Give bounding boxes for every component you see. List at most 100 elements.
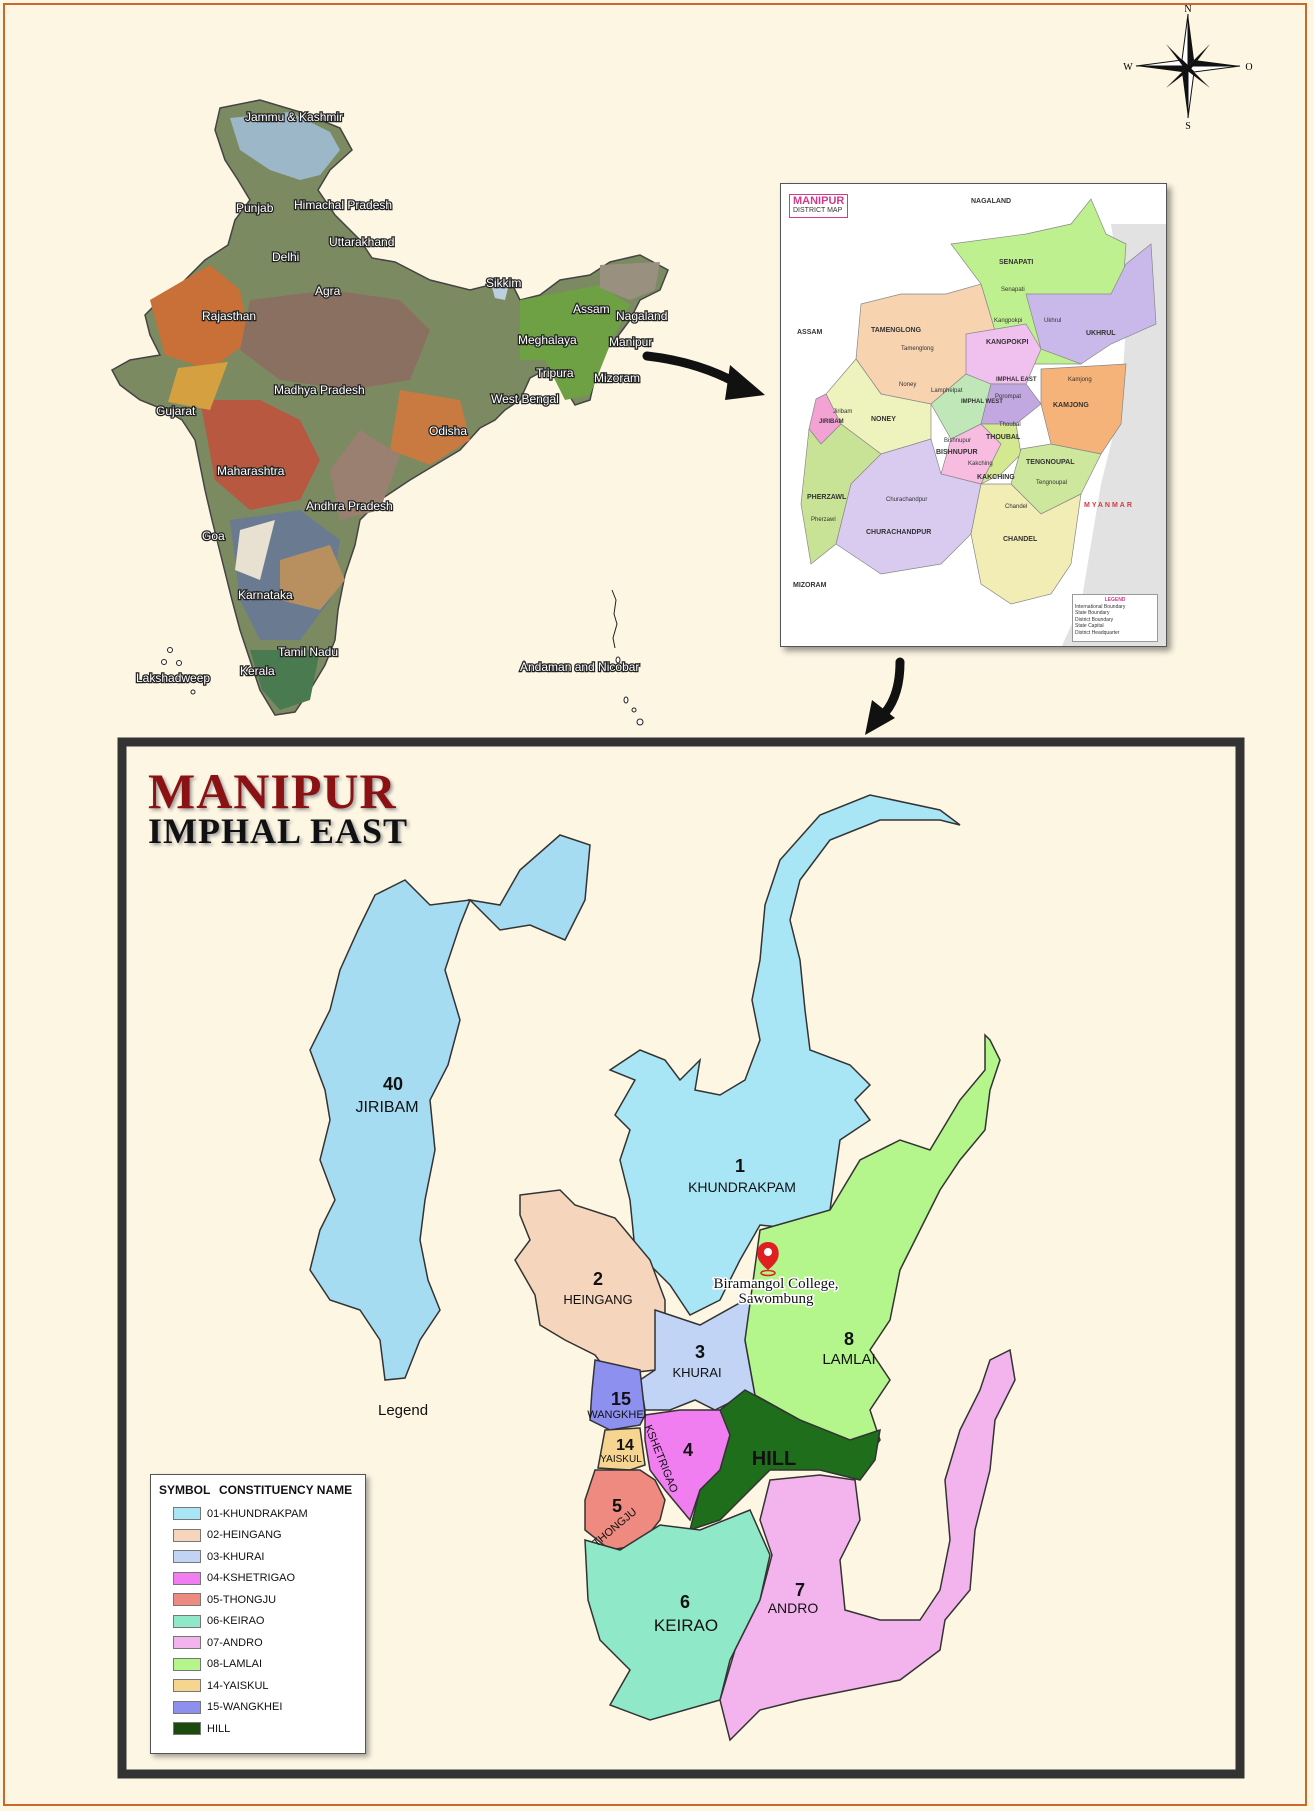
state-label: Assam	[573, 302, 610, 316]
legend-label: 14-YAISKUL	[207, 1679, 269, 1692]
legend-swatch	[173, 1700, 201, 1714]
region-num: 15	[611, 1389, 631, 1409]
arrow-head-right	[725, 365, 765, 400]
state-label: West Bengal	[491, 392, 559, 406]
legend-header: SYMBOL CONSTITUENCY NAME	[151, 1475, 365, 1503]
state-label: Kerala	[240, 664, 275, 678]
town-label: Pherzawl	[811, 517, 836, 523]
state-label: Punjab	[236, 201, 274, 215]
legend-item: 01-KHUNDRAKPAM	[151, 1503, 365, 1525]
region-hill	[688, 1389, 881, 1532]
legend-swatch	[173, 1507, 201, 1521]
compass-n: N	[1184, 4, 1191, 15]
town-label: Noney	[899, 382, 917, 388]
state-label: Meghalaya	[518, 333, 577, 347]
legend-label: 06-KEIRAO	[207, 1615, 265, 1628]
legend-label: 05-THONGJU	[207, 1593, 277, 1606]
manipur-district-map: MANIPUR DISTRICT MAP NAGALAND ASSAM MYAN…	[780, 183, 1167, 647]
compass-s: S	[1185, 121, 1191, 132]
state-label: Manipur	[609, 335, 652, 349]
compass-w: W	[1123, 62, 1133, 73]
district-label: NONEY	[871, 416, 896, 423]
state-label: Goa	[202, 529, 225, 543]
main-map-frame	[117, 737, 1245, 1779]
marker-label-line2: Sawombung	[739, 1291, 815, 1307]
region-num: 2	[593, 1269, 603, 1289]
district-map-title: MANIPUR DISTRICT MAP	[789, 194, 849, 218]
region-num: 1	[735, 1156, 745, 1176]
district-legend-item: State Boundary	[1075, 610, 1110, 616]
main-map-title: MANIPUR	[148, 763, 397, 819]
district-label: THOUBAL	[986, 434, 1021, 441]
district-map-subtitle: DISTRICT MAP	[793, 207, 843, 214]
location-pin-icon[interactable]	[757, 1242, 779, 1277]
district-label: BISHNUPUR	[936, 449, 978, 456]
district-label: TENGNOUPAL	[1026, 459, 1075, 466]
compass-rose: N S W O	[1123, 4, 1252, 132]
town-label: Kakching	[968, 461, 993, 467]
district-map-title-text: MANIPUR	[793, 195, 845, 207]
region-name: WANGKHEI	[587, 1409, 647, 1421]
legend-swatch	[173, 1722, 201, 1736]
legend-header-symbol: SYMBOL	[159, 1483, 211, 1497]
legend-item: 08-LAMLAI	[151, 1654, 365, 1676]
legend-swatch	[173, 1550, 201, 1564]
region-num: 4	[683, 1440, 693, 1460]
neighbour-south: MIZORAM	[793, 582, 827, 589]
arrow-head-down	[865, 700, 895, 735]
region-andro	[719, 1348, 1016, 1742]
state-label: Sikkim	[486, 276, 521, 290]
state-label: Karnataka	[238, 588, 293, 602]
state-label: Lakshadweep	[136, 671, 210, 685]
legend-label: 02-HEINGANG	[207, 1529, 282, 1542]
compass-e: O	[1245, 62, 1252, 73]
region-yaiskul	[597, 1427, 646, 1471]
region-name: HEINGANG	[563, 1292, 632, 1307]
town-label: Bishnupur	[944, 438, 972, 444]
legend-title: Legend	[378, 1402, 429, 1419]
region-num: 3	[695, 1342, 705, 1362]
district-legend-item: District Boundary	[1075, 616, 1114, 623]
district-legend-title: LEGEND	[1104, 597, 1126, 603]
town-label: Ukhrul	[1044, 318, 1062, 324]
legend-swatch	[173, 1571, 201, 1585]
district-label: CHANDEL	[1003, 536, 1038, 543]
state-label: Uttarakhand	[329, 235, 394, 249]
neighbour-west: ASSAM	[797, 329, 823, 336]
region-khundrakpam	[608, 794, 961, 1316]
legend-label: 15-WANGKHEI	[207, 1701, 283, 1714]
legend-rows: 01-KHUNDRAKPAM 02-HEINGANG 03-KHURAI 04-KSH…	[151, 1503, 365, 1740]
region-name: KEIRAO	[654, 1616, 718, 1635]
legend-label: 01-KHUNDRAKPAM	[207, 1507, 308, 1520]
district-label: CHURACHANDPUR	[866, 529, 932, 536]
town-label: Senapati	[1001, 287, 1025, 293]
town-label: Tengnoupal	[1036, 480, 1068, 486]
town-label: Churachandpur	[886, 497, 928, 503]
region-num: 14	[616, 1437, 634, 1454]
region-name: HILL	[752, 1448, 796, 1470]
legend-item: 07-ANDRO	[151, 1632, 365, 1654]
india-state-labels: Jammu & Kashmir Punjab Himachal Pradesh …	[135, 109, 669, 687]
state-label: Agra	[315, 284, 341, 298]
legend-label: 08-LAMLAI	[207, 1658, 263, 1671]
legend-label: 03-KHURAI	[207, 1550, 265, 1563]
main-map-subtitle: IMPHAL EAST	[148, 811, 409, 851]
legend-swatch	[173, 1528, 201, 1542]
region-num: 6	[680, 1592, 690, 1612]
region-name: LAMLAI	[822, 1351, 875, 1368]
state-label: Andaman and Nicobar	[520, 660, 639, 674]
state-label: Gujarat	[156, 404, 196, 418]
region-name: KHURAI	[672, 1365, 721, 1380]
legend-item: 04-KSHETRIGAO	[151, 1568, 365, 1590]
region-num: 8	[844, 1329, 854, 1349]
legend-swatch	[173, 1593, 201, 1607]
region-num: 5	[612, 1496, 622, 1516]
town-label: Kangpokpi	[994, 318, 1023, 324]
region-name: KHUNDRAKPAM	[688, 1179, 796, 1195]
india-map	[110, 99, 669, 716]
constituency-map	[309, 794, 1016, 1742]
state-label: Jammu & Kashmir	[245, 110, 343, 124]
legend-item: 14-YAISKUL	[151, 1675, 365, 1697]
region-keirao	[584, 1509, 771, 1721]
page-frame	[3, 3, 1307, 1806]
